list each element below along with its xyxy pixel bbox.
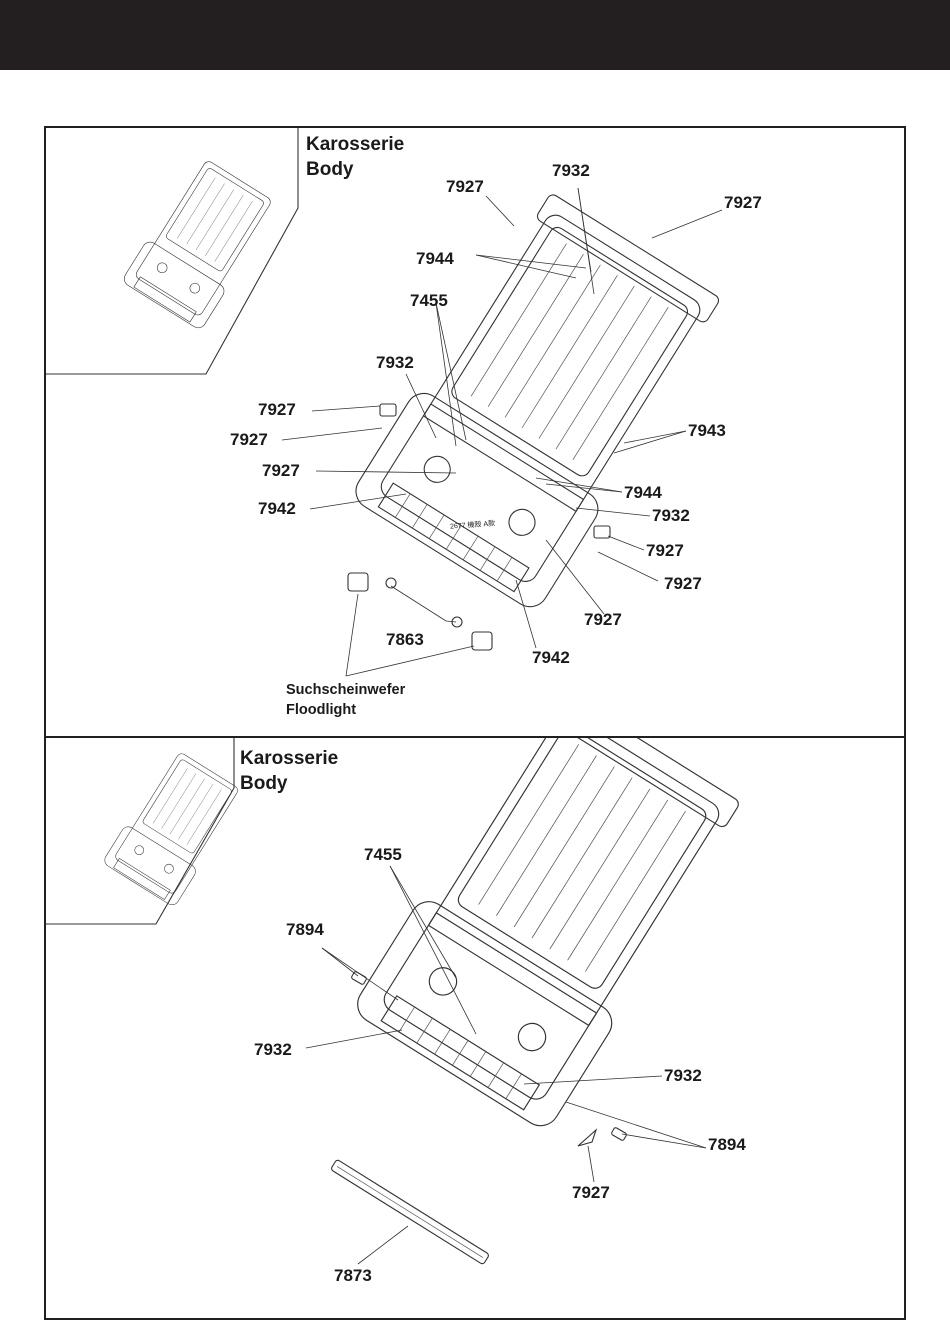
header-bar xyxy=(0,0,950,70)
part-label: 7927 xyxy=(724,194,762,212)
leader-lines-1 xyxy=(282,188,722,676)
body-exploded-diagram-1 xyxy=(46,128,908,740)
part-label: 7927 xyxy=(262,462,300,480)
section-heading-de: Karosserie xyxy=(306,132,404,157)
floodlight-right xyxy=(472,632,492,650)
part-label: 7927 xyxy=(572,1184,610,1202)
part-label: 7927 xyxy=(584,611,622,629)
body-thumbnail xyxy=(121,155,279,330)
part-label: 7942 xyxy=(532,649,570,667)
part-label: 7873 xyxy=(334,1267,372,1285)
bumper-bar xyxy=(330,1159,489,1265)
part-label: 7932 xyxy=(376,354,414,372)
body-assembly-panel-2: Karosserie Body 7455 7894 7932 7932 7894… xyxy=(44,736,906,1320)
part-label: 7932 xyxy=(552,162,590,180)
part-label: 7944 xyxy=(416,250,454,268)
thumbnail-frame xyxy=(46,128,298,374)
spring-right xyxy=(611,1127,627,1141)
floodlight-label-de: Suchscheinwefer xyxy=(286,680,405,700)
part-label: 7932 xyxy=(664,1067,702,1085)
part-label: 7894 xyxy=(286,921,324,939)
part-label: 7455 xyxy=(410,292,448,310)
part-label: 7894 xyxy=(708,1136,746,1154)
part-label: 7944 xyxy=(624,484,662,502)
part-label: 7927 xyxy=(664,575,702,593)
part-label: 7932 xyxy=(652,507,690,525)
body-assembly-panel-1: Karosserie Body 7927 7932 7927 7944 7455… xyxy=(44,126,906,738)
clip-part xyxy=(578,1130,596,1146)
part-label: 7863 xyxy=(386,631,424,649)
section-heading-en: Body xyxy=(240,771,338,796)
floodlight-left xyxy=(348,573,368,591)
hinge-part-left xyxy=(380,404,396,416)
body-exploded-diagram-2 xyxy=(46,738,908,1322)
floodlight-label-en: Floodlight xyxy=(286,700,405,720)
part-label: 7943 xyxy=(688,422,726,440)
section-heading-en: Body xyxy=(306,157,404,182)
part-label: 7927 xyxy=(258,401,296,419)
leader-lines-2 xyxy=(306,866,706,1264)
thumbnail-frame xyxy=(46,738,234,924)
part-label: 7942 xyxy=(258,500,296,518)
part-label: 7455 xyxy=(364,846,402,864)
part-label: 7927 xyxy=(230,431,268,449)
section-heading-de: Karosserie xyxy=(240,746,338,771)
body-thumbnail xyxy=(102,748,246,908)
part-label: 7927 xyxy=(446,178,484,196)
part-label: 7927 xyxy=(646,542,684,560)
washer-left xyxy=(386,578,396,588)
part-label: 7932 xyxy=(254,1041,292,1059)
hinge-part-right xyxy=(594,526,610,538)
